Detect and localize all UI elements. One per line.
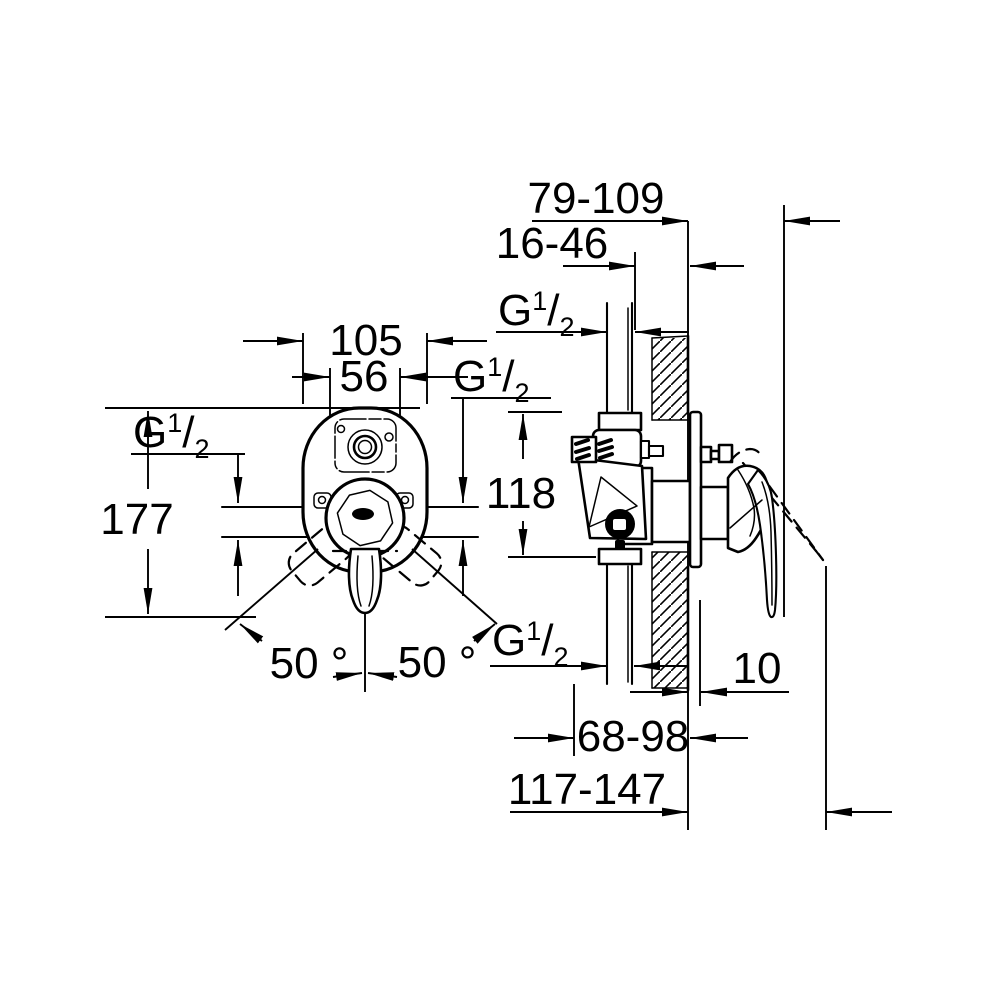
- lever-handle-side: [726, 464, 778, 619]
- wall-section-lower: [652, 552, 688, 688]
- escutcheon-plate-side: [688, 410, 703, 569]
- dim-angle-left: 50 °: [239, 623, 363, 688]
- body-detail-dot: [336, 424, 346, 434]
- dim-depth-wall-min: 68-98: [514, 712, 748, 761]
- dim-thread-outlet-top: G1/2: [496, 286, 689, 342]
- dimensions: 79-109 16-46 G1/2 105 56: [100, 174, 892, 817]
- dim-label-depth-wall-min: 68-98: [577, 712, 690, 761]
- angle-ray-left: [224, 548, 319, 631]
- dim-label-angle-left: 50 °: [270, 639, 349, 688]
- dim-height: 177: [100, 407, 420, 614]
- concealed-body-outline: [334, 418, 397, 473]
- dim-depth-wall-max: 79-109: [527, 174, 840, 226]
- outlet-pipe-top: [591, 301, 665, 469]
- handle-hub-dot: [352, 508, 374, 520]
- dim-label-plate-depth: 10: [733, 644, 782, 693]
- shower-outlet-port: [347, 429, 383, 465]
- dim-wall-thickness: 16-46: [496, 219, 744, 271]
- dim-thread-inlet-right: G1/2: [451, 352, 551, 596]
- thread-label-inlet-right: G1/2: [453, 352, 530, 408]
- dim-label-wall-thickness: 16-46: [496, 219, 609, 268]
- plate-stud: [699, 443, 734, 464]
- dim-label-body-height: 118: [486, 469, 556, 518]
- valve-body: [570, 435, 692, 561]
- dim-label-total-depth: 117-147: [508, 765, 666, 814]
- dim-body-width: 56: [292, 352, 468, 418]
- lever-handle-front: [347, 547, 383, 615]
- mounting-ear-left: [313, 492, 332, 509]
- dim-plate-width: 105: [243, 316, 487, 404]
- wall-section-upper: [652, 338, 688, 420]
- dim-plate-depth: 10: [630, 644, 789, 697]
- dim-thread-inlet-bottom: G1/2: [490, 616, 689, 672]
- cartridge-ring: [336, 489, 394, 547]
- lever-open-dashed: [728, 447, 825, 562]
- inlet-pipe-bottom: [597, 547, 643, 686]
- cartridge-housing: [650, 479, 692, 544]
- dim-total-depth: 117-147: [508, 765, 892, 817]
- angle-ray-right: [411, 548, 498, 625]
- body-detail-dot: [384, 432, 394, 442]
- dim-label-angle-right: 50 °: [398, 638, 477, 687]
- dim-label-body-width: 56: [340, 352, 389, 401]
- dim-body-height: 118: [486, 411, 596, 558]
- thread-label-inlet-bottom: G1/2: [492, 616, 569, 672]
- thread-label-outlet-top: G1/2: [498, 286, 575, 342]
- dim-label-depth-wall-max: 79-109: [527, 174, 664, 223]
- thread-label-inlet-left: G1/2: [133, 408, 210, 464]
- trim-sleeve: [699, 485, 730, 541]
- dim-angle-right: 50 °: [367, 623, 496, 687]
- front-view: [105, 406, 498, 692]
- dim-label-plate-width: 105: [329, 316, 402, 365]
- dim-label-height: 177: [100, 495, 173, 544]
